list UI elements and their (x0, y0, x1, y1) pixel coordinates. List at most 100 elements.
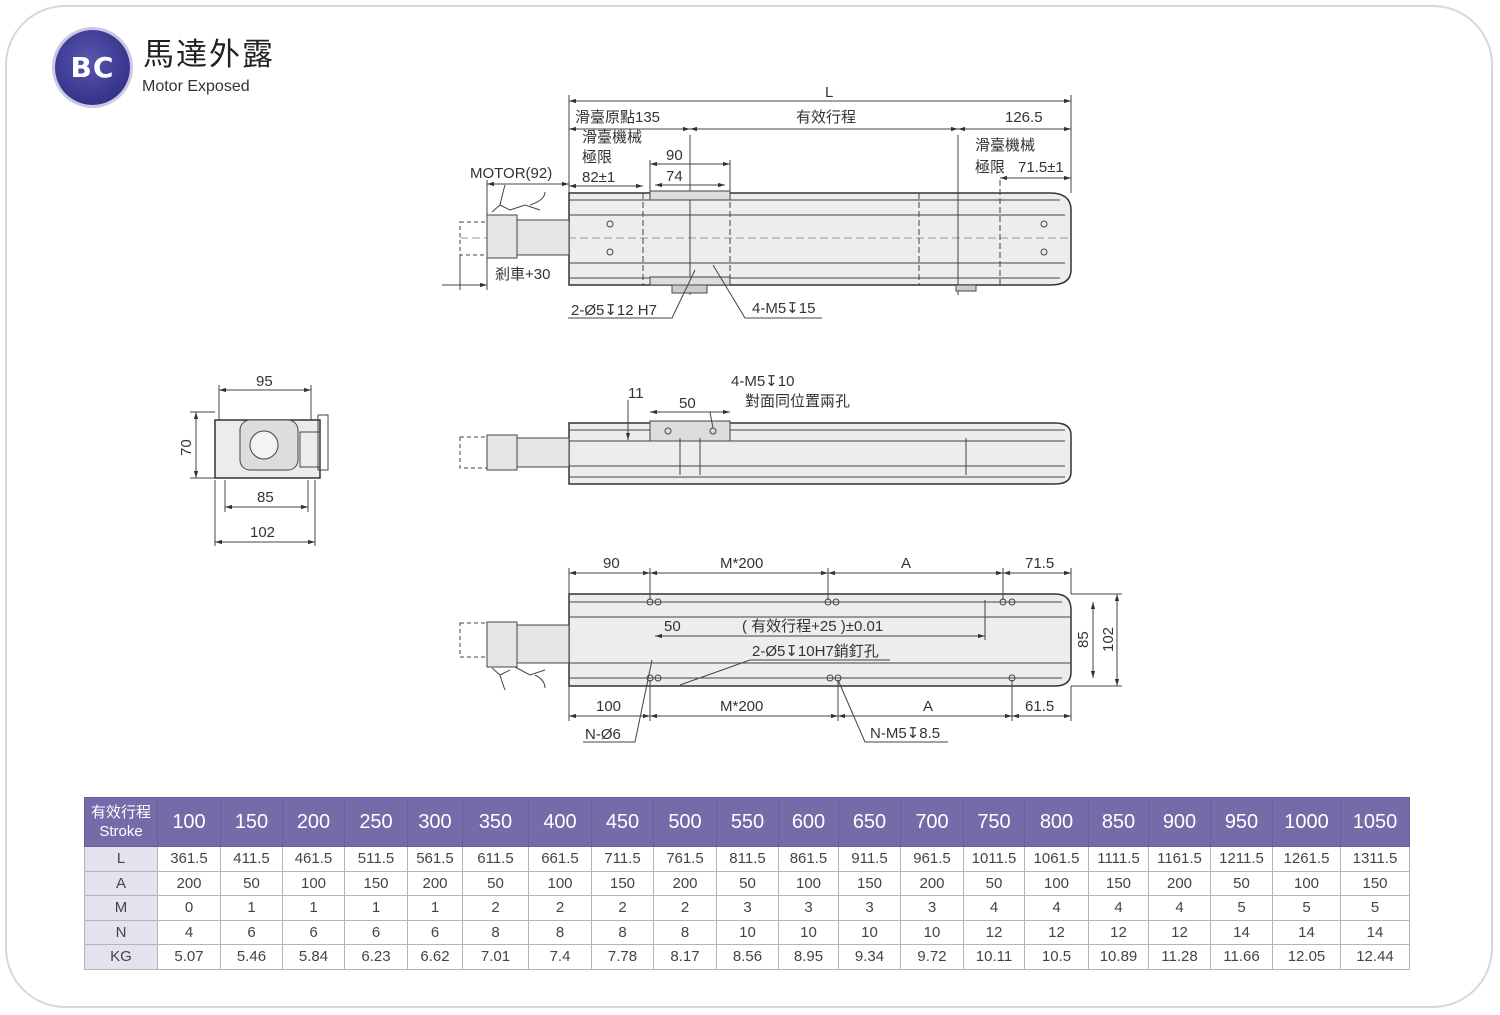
table-cell: 7.01 (462, 944, 529, 970)
table-cell: 1161.5 (1148, 846, 1211, 872)
table-cell: 8.17 (653, 944, 717, 970)
bottom-t90: 90 (603, 555, 620, 572)
title-chinese: 馬達外露 (143, 37, 275, 73)
table-cell: 6 (407, 919, 463, 945)
table-cell: 12 (1088, 919, 1149, 945)
row-label: M (84, 895, 158, 921)
stroke-header: 1000 (1272, 797, 1341, 847)
table-cell: 5.07 (157, 944, 221, 970)
table-cell: 6 (220, 919, 283, 945)
table-cell: 200 (653, 870, 717, 896)
table-cell: 100 (282, 870, 345, 896)
side-screw: 4-M5↧10 (731, 373, 794, 390)
limit-left-value: 82±1 (582, 169, 615, 186)
table-cell: 8.56 (716, 944, 779, 970)
table-cell: 1111.5 (1088, 846, 1149, 872)
row-label: L (84, 846, 158, 872)
table-cell: 2 (653, 895, 717, 921)
table-cell: 50 (220, 870, 283, 896)
stroke-header: 400 (528, 797, 592, 847)
table-cell: 14 (1272, 919, 1341, 945)
table-cell: 0 (157, 895, 221, 921)
limit-right-value: 71.5±1 (1018, 159, 1064, 176)
table-cell: 561.5 (407, 846, 463, 872)
stroke-header: 850 (1088, 797, 1149, 847)
limit-right-label2: 極限 (975, 159, 1005, 176)
series-logo-badge: BC (55, 30, 130, 105)
table-cell: 411.5 (220, 846, 283, 872)
table-cell: 461.5 (282, 846, 345, 872)
table-cell: 611.5 (462, 846, 529, 872)
table-cell: 1211.5 (1210, 846, 1273, 872)
dim-90: 90 (666, 147, 683, 164)
table-cell: 12.44 (1340, 944, 1410, 970)
stroke-header: 600 (778, 797, 839, 847)
page-frame (5, 5, 1493, 1008)
bottom-bA: A (923, 698, 933, 715)
limit-right-label: 滑臺機械 (975, 137, 1035, 154)
table-cell: 150 (1340, 870, 1410, 896)
table-cell: 6.62 (407, 944, 463, 970)
table-cell: 1 (344, 895, 408, 921)
motor-dim: MOTOR(92) (470, 165, 552, 182)
table-cell: 10.89 (1088, 944, 1149, 970)
table-cell: 10 (900, 919, 964, 945)
table-cell: 5 (1210, 895, 1273, 921)
table-cell: 10.5 (1024, 944, 1089, 970)
table-cell: 6 (282, 919, 345, 945)
stroke-header: 650 (838, 797, 901, 847)
stroke-header: 750 (963, 797, 1025, 847)
table-cell: 911.5 (838, 846, 901, 872)
stroke-header: 150 (220, 797, 283, 847)
table-cell: 1061.5 (1024, 846, 1089, 872)
table-cell: 11.66 (1210, 944, 1273, 970)
table-cell: 7.4 (528, 944, 592, 970)
pin-callout: 2-Ø5↧12 H7 (571, 302, 657, 319)
table-cell: 8 (528, 919, 592, 945)
stroke-header: 950 (1210, 797, 1273, 847)
bottom-b61-5: 61.5 (1025, 698, 1054, 715)
table-cell: 150 (838, 870, 901, 896)
table-cell: 361.5 (157, 846, 221, 872)
table-cell: 8.95 (778, 944, 839, 970)
row-label: KG (84, 944, 158, 970)
table-cell: 14 (1340, 919, 1410, 945)
bottom-n-hole: N-Ø6 (585, 726, 621, 743)
stroke-header: 500 (653, 797, 717, 847)
stroke-header: 900 (1148, 797, 1211, 847)
table-cell: 10 (716, 919, 779, 945)
table-cell: 100 (528, 870, 592, 896)
table-cell: 150 (344, 870, 408, 896)
bottom-t71-5: 71.5 (1025, 555, 1054, 572)
top-view (442, 95, 1072, 319)
table-cell: 3 (838, 895, 901, 921)
table-cell: 4 (963, 895, 1025, 921)
table-cell: 811.5 (716, 846, 779, 872)
table-cell: 1311.5 (1340, 846, 1410, 872)
table-cell: 1 (282, 895, 345, 921)
limit-left-label: 滑臺機械 (582, 129, 642, 146)
end-w85: 85 (257, 489, 274, 506)
table-cell: 4 (157, 919, 221, 945)
bottom-h102: 102 (1100, 627, 1117, 652)
stroke-header: 350 (462, 797, 529, 847)
stroke-header: 550 (716, 797, 779, 847)
row-label: A (84, 870, 158, 896)
table-cell: 50 (462, 870, 529, 896)
table-cell: 7.78 (591, 944, 654, 970)
table-cell: 50 (716, 870, 779, 896)
stroke-header: 450 (591, 797, 654, 847)
table-cell: 3 (778, 895, 839, 921)
table-cell: 9.72 (900, 944, 964, 970)
table-cell: 1 (220, 895, 283, 921)
table-cell: 8 (653, 919, 717, 945)
bottom-tM200: M*200 (720, 555, 763, 572)
table-cell: 8 (591, 919, 654, 945)
bottom-d50: 50 (664, 618, 681, 635)
table-cell: 961.5 (900, 846, 964, 872)
